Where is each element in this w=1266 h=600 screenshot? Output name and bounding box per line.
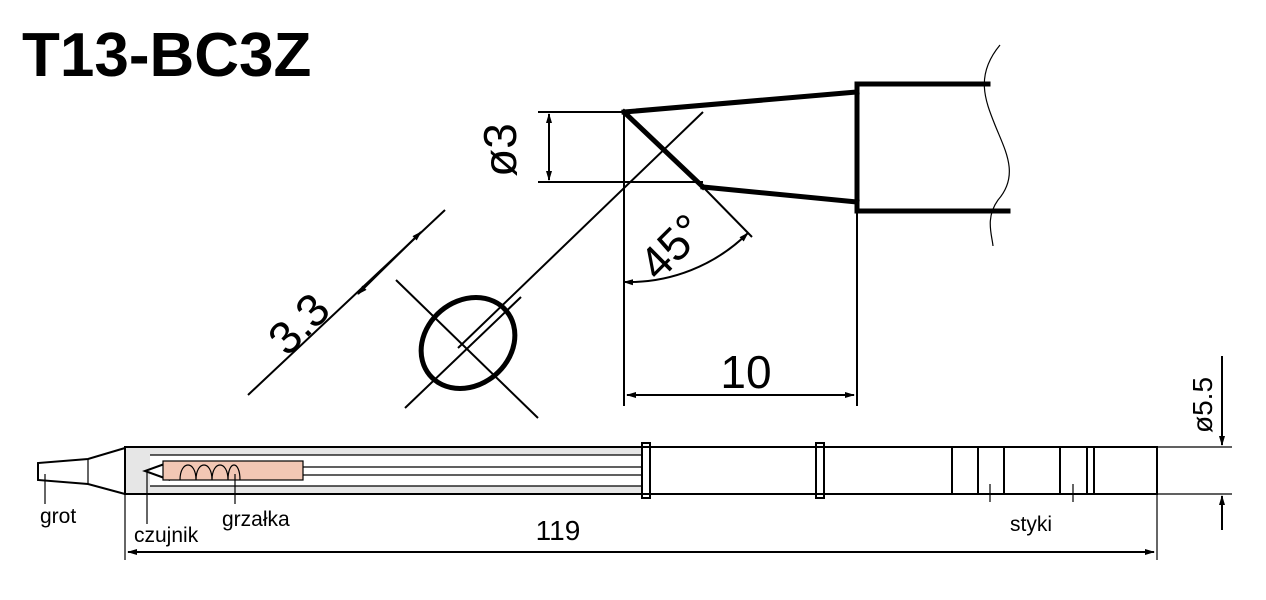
- label-grzalka: grzałka: [222, 508, 290, 531]
- page-title: T13-BC3Z: [22, 21, 311, 90]
- total-length-label: 119: [536, 515, 581, 546]
- label-czujnik: czujnik: [134, 524, 199, 547]
- face-projection-line: [457, 111, 704, 349]
- groove-2: [815, 442, 825, 499]
- tip-bottom-edge: [700, 184, 860, 205]
- heater-coil: [179, 464, 241, 481]
- tip-point: [37, 447, 126, 495]
- label-styki: styki: [1010, 513, 1052, 536]
- groove-1: [641, 442, 651, 499]
- tip-detail-view: ø3 45° 10 3.3: [247, 44, 1011, 419]
- label-grot: grot: [40, 505, 76, 528]
- full-tip-view: grot czujnik grzałka styki 119 ø5.5: [37, 356, 1232, 560]
- tip-top-edge: [621, 89, 860, 115]
- face-ext-2: [404, 296, 522, 409]
- angle-arc: [623, 232, 749, 286]
- shaft-diameter-label: ø5.5: [1187, 377, 1218, 433]
- break-line: [983, 44, 1010, 247]
- sensor-element: [142, 461, 171, 481]
- angle-ext: [702, 186, 753, 238]
- tip-length-label: 10: [720, 346, 771, 398]
- face-width-label: 3.3: [258, 283, 340, 365]
- heater-element: [162, 460, 304, 481]
- face-dim-line: [357, 231, 422, 295]
- angle-label: 45°: [629, 204, 715, 290]
- face-ellipse: [418, 295, 518, 391]
- tip-diameter-label: ø3: [474, 123, 526, 177]
